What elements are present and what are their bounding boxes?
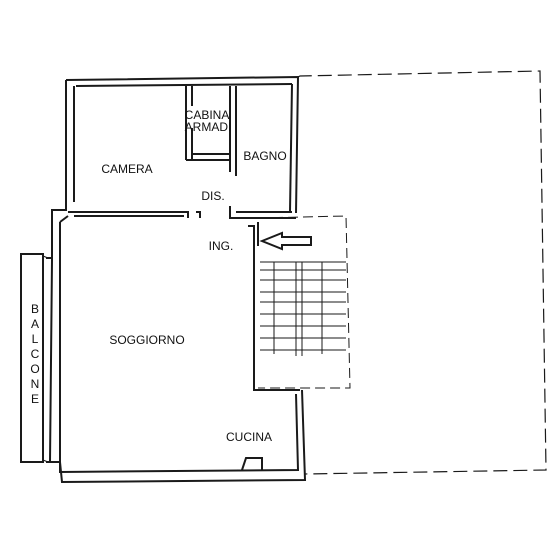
balcony-letter: E: [31, 392, 39, 406]
balcony-letter: N: [31, 377, 40, 391]
stairwell: [257, 215, 351, 389]
balcony-letter: L: [32, 332, 39, 346]
adjacent-area-outline: [297, 70, 547, 475]
balcony: [20, 253, 49, 463]
room-label-soggiorno: SOGGIORNO: [109, 333, 184, 347]
room-label-ing: ING.: [209, 239, 234, 253]
balcony-letter: B: [31, 302, 39, 316]
balcony-letter: C: [31, 347, 40, 361]
stair-steps: [260, 261, 346, 356]
room-label-armadi: ARMADI: [185, 120, 232, 134]
balcony-letter: O: [30, 362, 39, 376]
room-label-dis: DIS.: [201, 189, 224, 203]
room-label-bagno: BAGNO: [243, 149, 286, 163]
room-label-cucina: CUCINA: [226, 430, 272, 444]
balcony-letter: A: [31, 317, 39, 331]
outer-walls: [46, 75, 307, 484]
balcony-label: B A L C O N E: [30, 302, 39, 406]
room-label-cabina: CABINA: [185, 108, 230, 122]
room-label-camera: CAMERA: [101, 162, 152, 176]
entrance-arrow-icon: [259, 231, 312, 251]
internal-walls: [68, 86, 300, 471]
